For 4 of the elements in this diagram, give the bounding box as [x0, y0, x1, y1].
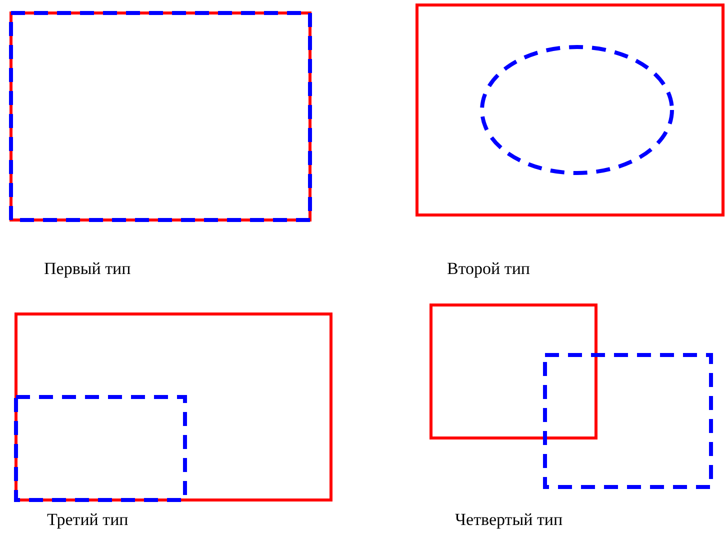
caption: Третий тип — [47, 510, 128, 530]
caption: Четвертый тип — [455, 510, 563, 530]
caption: Второй тип — [447, 259, 530, 280]
caption: Первый тип — [44, 259, 131, 280]
